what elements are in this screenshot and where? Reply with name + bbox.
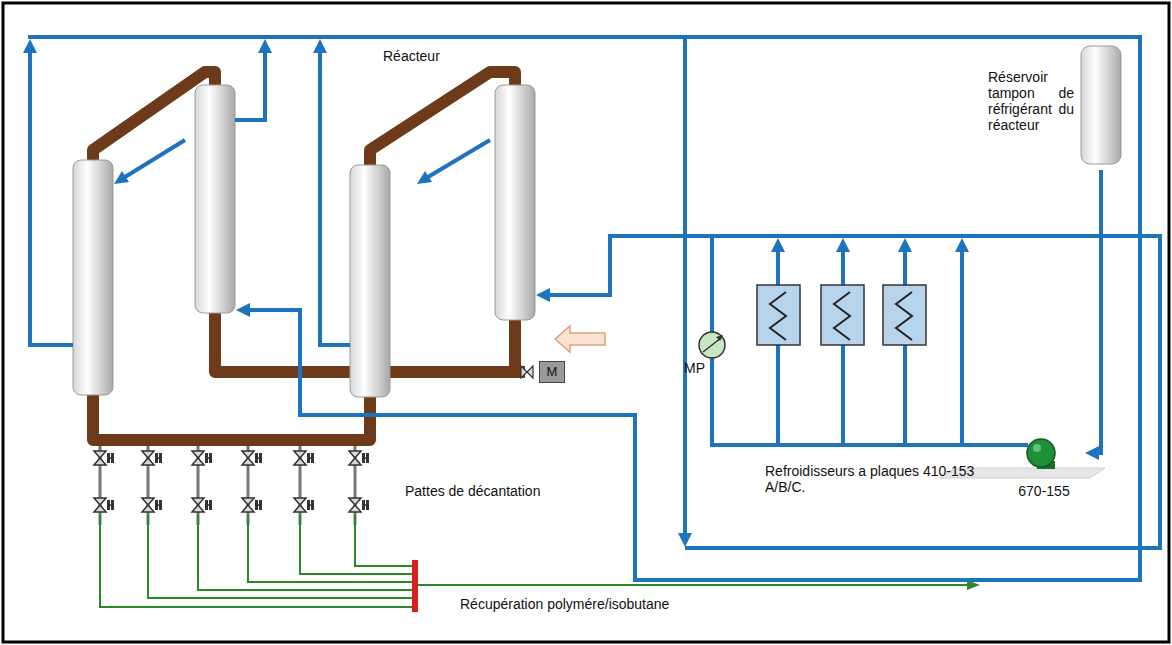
part-label: Récupération polymére/isobutane [460, 596, 669, 612]
pump-tag: 670-155 [1003, 483, 1085, 499]
pump-symbol: 670-155 [1003, 433, 1085, 515]
motor-letter: M [547, 364, 558, 380]
instrument-tag: MP [684, 360, 705, 376]
pump-text-block: 670-155 [1003, 483, 1085, 499]
tank-cylinder [1080, 45, 1122, 165]
buffer-tank: Réservoir tampon de réfrigérant du réact… [988, 45, 1125, 170]
tank-text-block: Réservoir tampon de réfrigérant du réact… [988, 69, 1074, 133]
part-label: Pattes de décantation [405, 483, 540, 499]
motor-box: M [539, 361, 565, 383]
coolant-connector [1085, 170, 1101, 460]
tank-label: Réservoir tampon de réfrigérant du réact… [988, 69, 1074, 133]
pump-icon [1003, 433, 1079, 473]
part-label: Réacteur [383, 48, 440, 64]
part-label: Refroidisseurs a plaques 410-153 A/B/C. [765, 463, 990, 495]
